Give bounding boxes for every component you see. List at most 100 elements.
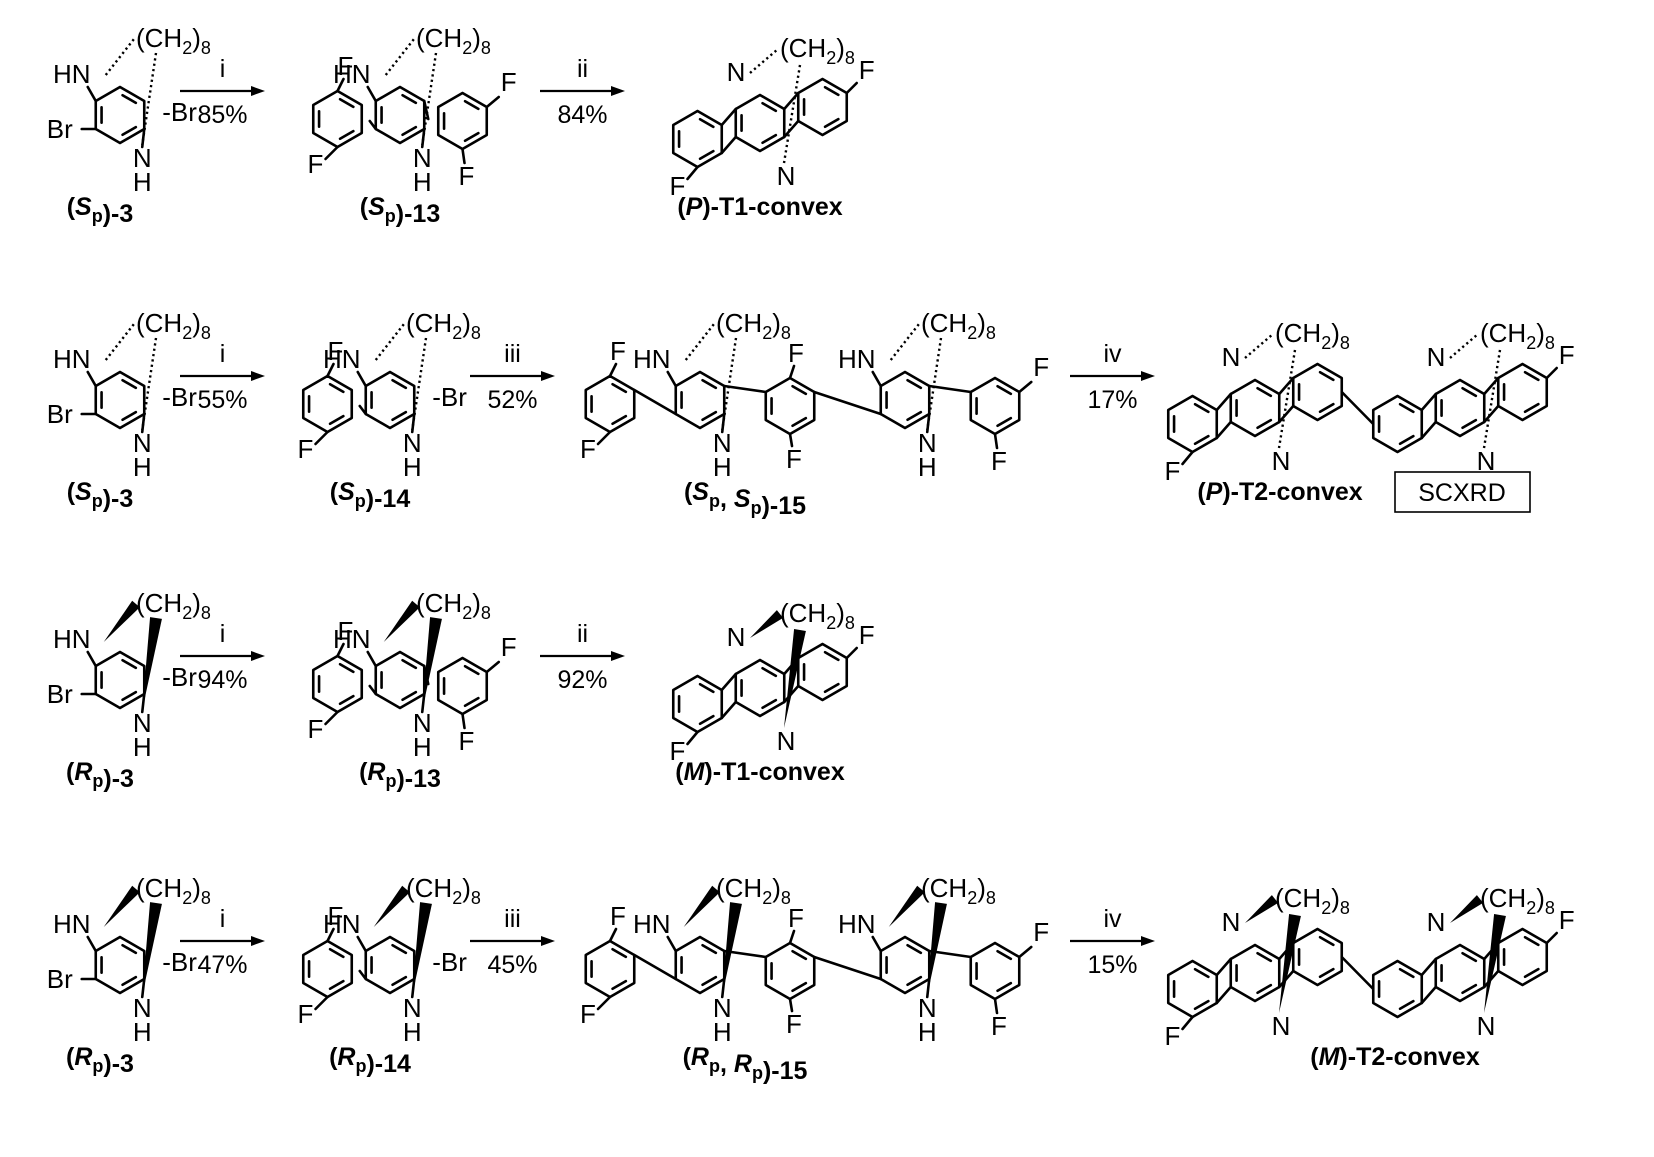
scheme-row-1: (CH2)8HNNHBr-Br(Sp)-3i85%(CH2)8HNNHFFFF(… xyxy=(47,23,875,228)
amine-label: HN xyxy=(53,909,91,939)
compound-label: (Rp)-14 xyxy=(329,1043,411,1078)
methylene-chain-label: (CH2)8 xyxy=(416,23,491,58)
fluorine-label: F xyxy=(328,336,344,366)
fluorine-label: F xyxy=(501,632,517,662)
amine-label: HN xyxy=(53,59,91,89)
fluorine-label: F xyxy=(859,620,875,650)
methylene-chain-label: (CH2)8 xyxy=(406,873,481,908)
amine-h-label: H xyxy=(918,452,937,482)
compound-label: (Rp)-3 xyxy=(66,1043,134,1078)
fluorine-label: F xyxy=(1165,1021,1181,1051)
amine-label: HN xyxy=(53,344,91,374)
bromine-label: Br xyxy=(47,399,73,429)
amine-n-label: N xyxy=(918,428,937,458)
compound-label: (Sp)-14 xyxy=(330,478,411,513)
amine-h-label: H xyxy=(403,1017,422,1047)
methylene-chain-label: (CH2)8 xyxy=(136,873,211,908)
reagent-label: i xyxy=(220,55,226,83)
compound-label: (P)-T1-convex xyxy=(677,193,842,221)
fluorine-label: F xyxy=(308,149,324,179)
amine-n-label: N xyxy=(133,708,152,738)
fluorine-label: F xyxy=(298,434,314,464)
reagent-label: iii xyxy=(504,340,521,368)
fluorine-label: F xyxy=(338,51,354,81)
bromine-label: -Br xyxy=(162,382,197,412)
bromine-label: Br xyxy=(47,964,73,994)
fluorine-label: F xyxy=(670,736,686,766)
carbazole-n-label: N xyxy=(1222,342,1241,372)
compound-label: (Rp)-13 xyxy=(359,758,441,793)
methylene-chain-label: (CH2)8 xyxy=(1480,883,1555,918)
amine-label: HN xyxy=(333,624,371,654)
fluorine-label: F xyxy=(859,55,875,85)
methylene-chain-label: (CH2)8 xyxy=(1275,318,1350,353)
compound-t1: NN(CH2)8FF(M)-T1-convex xyxy=(670,598,875,786)
fluorine-label: F xyxy=(338,616,354,646)
fluorine-label: F xyxy=(459,726,475,756)
compound-label: (Sp)-3 xyxy=(67,193,134,228)
yield-label: 85% xyxy=(197,101,247,129)
fluorine-label: F xyxy=(788,903,804,933)
bromine-label: Br xyxy=(47,114,73,144)
carbazole-n-label: N xyxy=(727,622,746,652)
compound-label: (Rp, Rp)-15 xyxy=(683,1043,808,1085)
reaction-arrow-1: i 85% xyxy=(180,55,265,129)
fluorine-label: F xyxy=(991,1011,1007,1041)
methylene-chain-label: (CH2)8 xyxy=(136,308,211,343)
yield-label: 47% xyxy=(197,951,247,979)
fluorine-label: F xyxy=(501,67,517,97)
reaction-arrow-3: iv 15% xyxy=(1070,905,1155,979)
fluorine-label: F xyxy=(786,1009,802,1039)
reaction-arrow-1: i 47% xyxy=(180,905,265,979)
yield-label: 17% xyxy=(1087,386,1137,414)
methylene-chain-label: (CH2)8 xyxy=(406,308,481,343)
scheme-row-3: (CH2)8HNNHBr-Br(Rp)-3i94%(CH2)8HNNHFFFF(… xyxy=(47,588,875,793)
bromine-label: -Br xyxy=(162,97,197,127)
amine-h-label: H xyxy=(133,732,152,762)
yield-label: 55% xyxy=(197,386,247,414)
compound-label: (M)-T2-convex xyxy=(1310,1043,1480,1071)
reaction-arrow-1: i94% xyxy=(180,620,265,694)
methylene-chain-label: (CH2)8 xyxy=(1275,883,1350,918)
fluorine-label: F xyxy=(459,161,475,191)
carbazole-n-label: N xyxy=(1272,446,1291,476)
amine-h-label: H xyxy=(918,1017,937,1047)
amine-label: HN xyxy=(333,59,371,89)
amine-n-label: N xyxy=(133,993,152,1023)
amine-n-label: N xyxy=(713,428,732,458)
carbazole-n-label: N xyxy=(1477,1011,1496,1041)
methylene-chain-label: (CH2)8 xyxy=(921,308,996,343)
reagent-label: i xyxy=(220,905,226,933)
amine-label: HN xyxy=(633,909,671,939)
fluorine-label: F xyxy=(1559,340,1575,370)
amine-h-label: H xyxy=(133,452,152,482)
yield-label: 15% xyxy=(1087,951,1137,979)
reagent-label: iii xyxy=(504,905,521,933)
amine-n-label: N xyxy=(713,993,732,1023)
yield-label: 45% xyxy=(487,951,537,979)
carbazole-n-label: N xyxy=(1222,907,1241,937)
methylene-chain-label: (CH2)8 xyxy=(780,33,855,68)
scxrd-label: SCXRD xyxy=(1418,479,1506,507)
compound-label: (P)-T2-convex xyxy=(1197,478,1362,506)
amine-n-label: N xyxy=(403,993,422,1023)
fluorine-label: F xyxy=(610,901,626,931)
reagent-label: i xyxy=(220,340,226,368)
methylene-chain-label: (CH2)8 xyxy=(136,23,211,58)
fluorine-label: F xyxy=(580,434,596,464)
reagent-label: iv xyxy=(1103,905,1122,933)
carbazole-n-label: N xyxy=(777,161,796,191)
amine-label: HN xyxy=(53,624,91,654)
fluorine-label: F xyxy=(670,171,686,201)
